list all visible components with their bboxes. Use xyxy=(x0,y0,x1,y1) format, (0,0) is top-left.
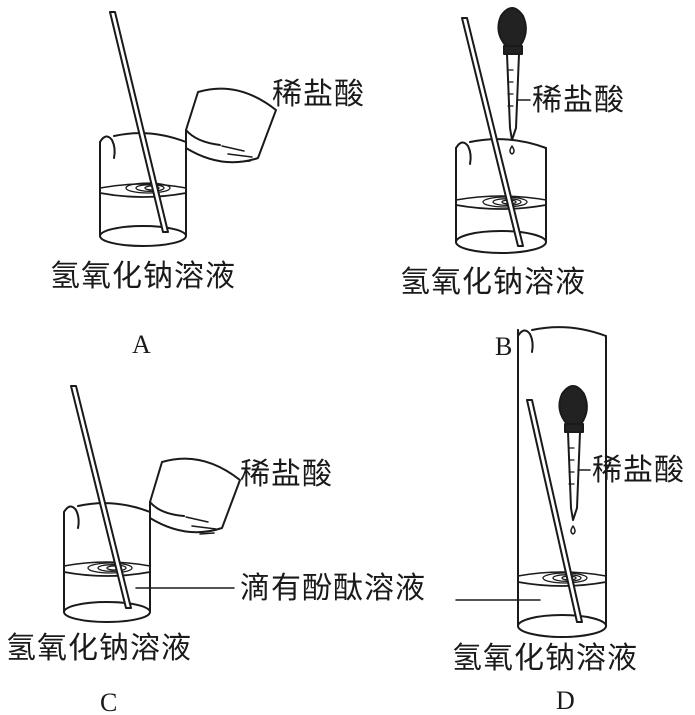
panel-d-beaker xyxy=(517,326,607,638)
panel-d-stirring-rod xyxy=(526,399,583,623)
panel-a-acid-beaker xyxy=(185,87,277,164)
panel-b-stirring-rod xyxy=(461,17,524,247)
panel-b-solution-label: 氢氧化钠溶液 xyxy=(400,265,586,300)
panel-c-beaker xyxy=(63,502,151,623)
panel-c-acid-beaker xyxy=(149,457,241,535)
panel-b-beaker xyxy=(455,138,547,254)
panel-c-letter: C xyxy=(100,688,118,715)
panel-a-stirring-rod xyxy=(109,11,169,233)
panel-a-apparatus xyxy=(99,11,277,247)
panel-d-apparatus xyxy=(455,326,607,638)
panel-b-apparatus xyxy=(455,7,547,254)
panel-d-reagent-label: 稀盐酸 xyxy=(592,453,685,488)
panel-a-letter: A xyxy=(132,330,151,359)
panel-d-dropper xyxy=(558,385,588,535)
panel-c-reagent-label: 稀盐酸 xyxy=(240,457,333,492)
panel-b-reagent-label: 稀盐酸 xyxy=(532,83,625,118)
panel-c-indicator-label: 滴有酚酞溶液 xyxy=(240,571,426,606)
panel-c-apparatus xyxy=(63,385,241,623)
panel-a-reagent-label: 稀盐酸 xyxy=(272,77,365,112)
panel-d-letter: D xyxy=(556,686,575,715)
panel-a-swirl xyxy=(125,182,171,194)
panel-d-swirl xyxy=(542,572,588,584)
panel-b-swirl xyxy=(482,196,528,208)
panel-c-solution-label: 氢氧化钠溶液 xyxy=(6,631,192,666)
panel-a-solution-label: 氢氧化钠溶液 xyxy=(50,259,236,294)
panel-a-beaker xyxy=(99,132,187,247)
panel-c-swirl xyxy=(87,562,133,574)
panel-d-solution-label: 氢氧化钠溶液 xyxy=(452,641,638,676)
panel-b-letter: B xyxy=(495,332,513,361)
panel-b-dropper xyxy=(497,7,527,155)
panel-c-stirring-rod xyxy=(70,385,132,609)
